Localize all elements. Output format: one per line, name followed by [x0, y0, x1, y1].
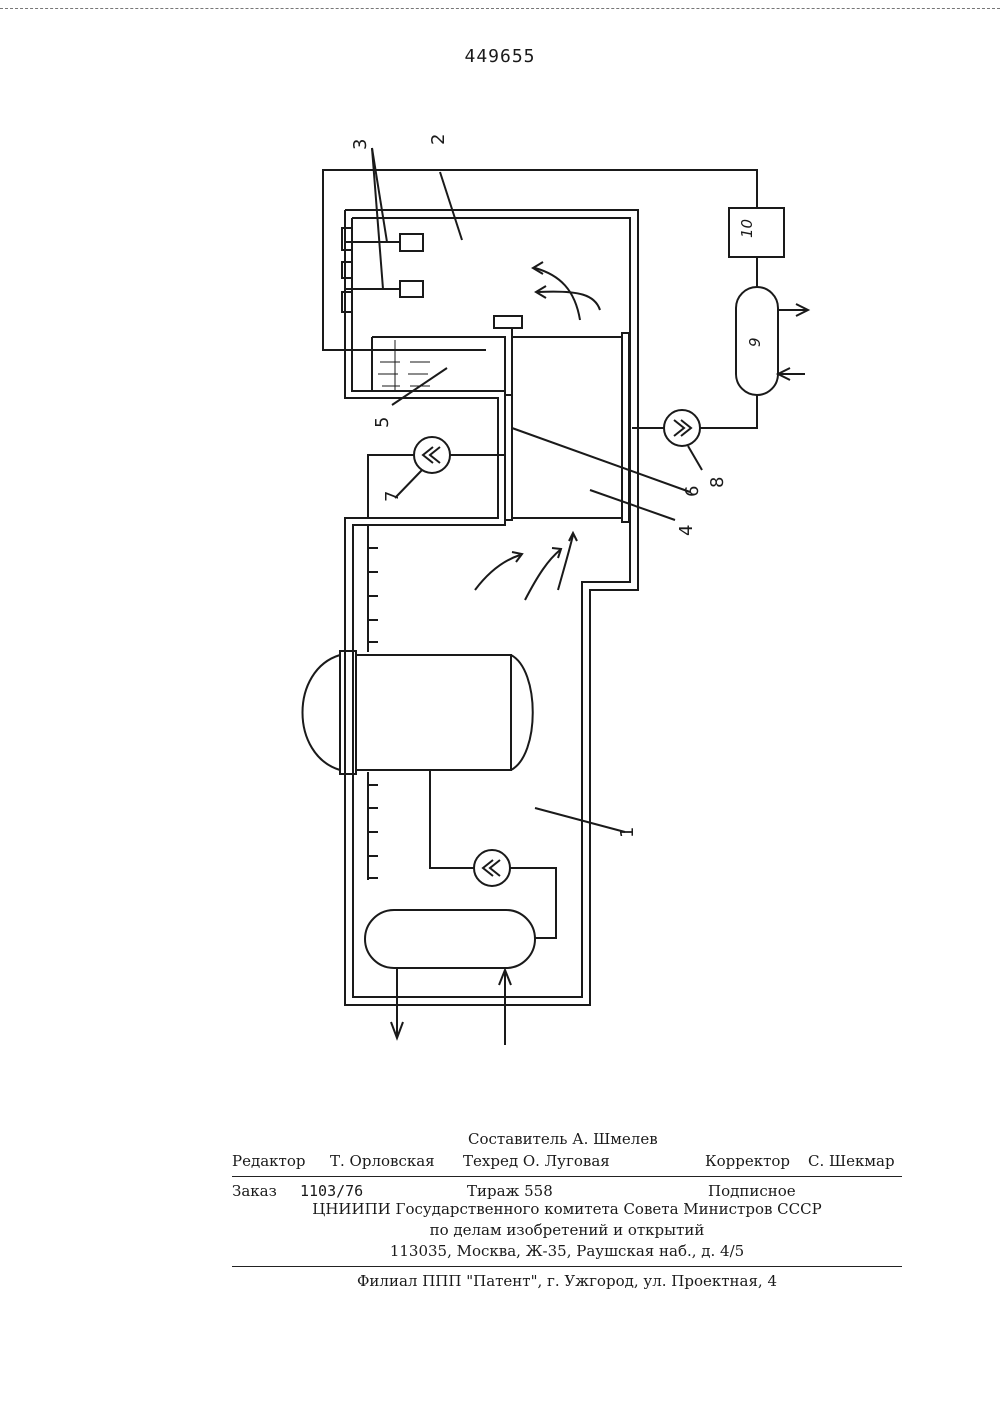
- pipe-9-to-8: [700, 395, 757, 428]
- org-line-2: по делам изобретений и открытий: [232, 1221, 902, 1239]
- composer-line: Составитель А. Шмелев: [468, 1130, 658, 1148]
- label-3: 3: [350, 139, 371, 150]
- order-label: Заказ: [232, 1182, 277, 1200]
- divider-top: [232, 1176, 902, 1177]
- leader-4: [590, 490, 675, 520]
- leader-3a: [372, 148, 387, 242]
- sensor-3-a: [400, 234, 423, 251]
- vessel-inner-wall: [352, 218, 630, 997]
- sensor-3-b: [400, 281, 423, 297]
- editor-label: Редактор: [232, 1152, 305, 1170]
- label-4: 4: [676, 525, 697, 536]
- leader-8: [688, 446, 702, 470]
- editor-name: Т. Орловская: [330, 1152, 435, 1170]
- flow-arrow: [525, 550, 560, 600]
- label-1: 1: [617, 827, 638, 838]
- leader-1: [535, 808, 625, 832]
- label-5: 5: [372, 417, 393, 428]
- leader-2: [440, 172, 462, 240]
- schematic-figure: 10 9 8 7 6 4 5 3 2 1: [0, 0, 1000, 1080]
- tank-right-head: [511, 655, 533, 770]
- pump-8: [664, 410, 700, 446]
- flow-arrow: [535, 268, 580, 320]
- pump-7: [414, 437, 450, 473]
- label-8: 8: [707, 477, 728, 488]
- flow-arrow: [475, 555, 520, 590]
- print-run: Тираж 558: [467, 1182, 553, 1200]
- branch-line: Филиал ППП "Патент", г. Ужгород, ул. Про…: [232, 1272, 902, 1290]
- flow-arrow: [538, 292, 600, 310]
- tank-left-head: [303, 655, 341, 770]
- label-2: 2: [428, 134, 449, 145]
- tank-body: [356, 655, 511, 770]
- exchanger-4: [512, 337, 622, 518]
- leader-6: [512, 428, 690, 492]
- label-7: 7: [382, 491, 403, 502]
- label-10: 10: [738, 219, 756, 238]
- flow-arrow: [558, 535, 573, 590]
- bath-5: [372, 337, 505, 391]
- lower-pump: [474, 850, 510, 886]
- org-address: 113035, Москва, Ж-35, Раушская наб., д. …: [232, 1242, 902, 1260]
- label-6: 6: [682, 486, 703, 497]
- order-number: 1103/76: [300, 1182, 363, 1200]
- receiver: [365, 910, 535, 968]
- org-line-1: ЦНИИПИ Государственного комитета Совета …: [232, 1200, 902, 1218]
- pipe-top-loop: [323, 170, 757, 350]
- techred-line: Техред О. Луговая: [463, 1152, 610, 1170]
- label-9: 9: [746, 337, 764, 347]
- subscription: Подписное: [708, 1182, 796, 1200]
- wall-bumps: [342, 228, 352, 312]
- divider-bottom: [232, 1266, 902, 1267]
- pipe-tank-to-pump: [430, 770, 474, 868]
- exchanger-4-flange: [622, 333, 629, 522]
- corrector-label: Корректор: [705, 1152, 790, 1170]
- valve-top: [494, 316, 522, 328]
- corrector-name: С. Шекмар: [808, 1152, 895, 1170]
- element-6: [505, 395, 512, 520]
